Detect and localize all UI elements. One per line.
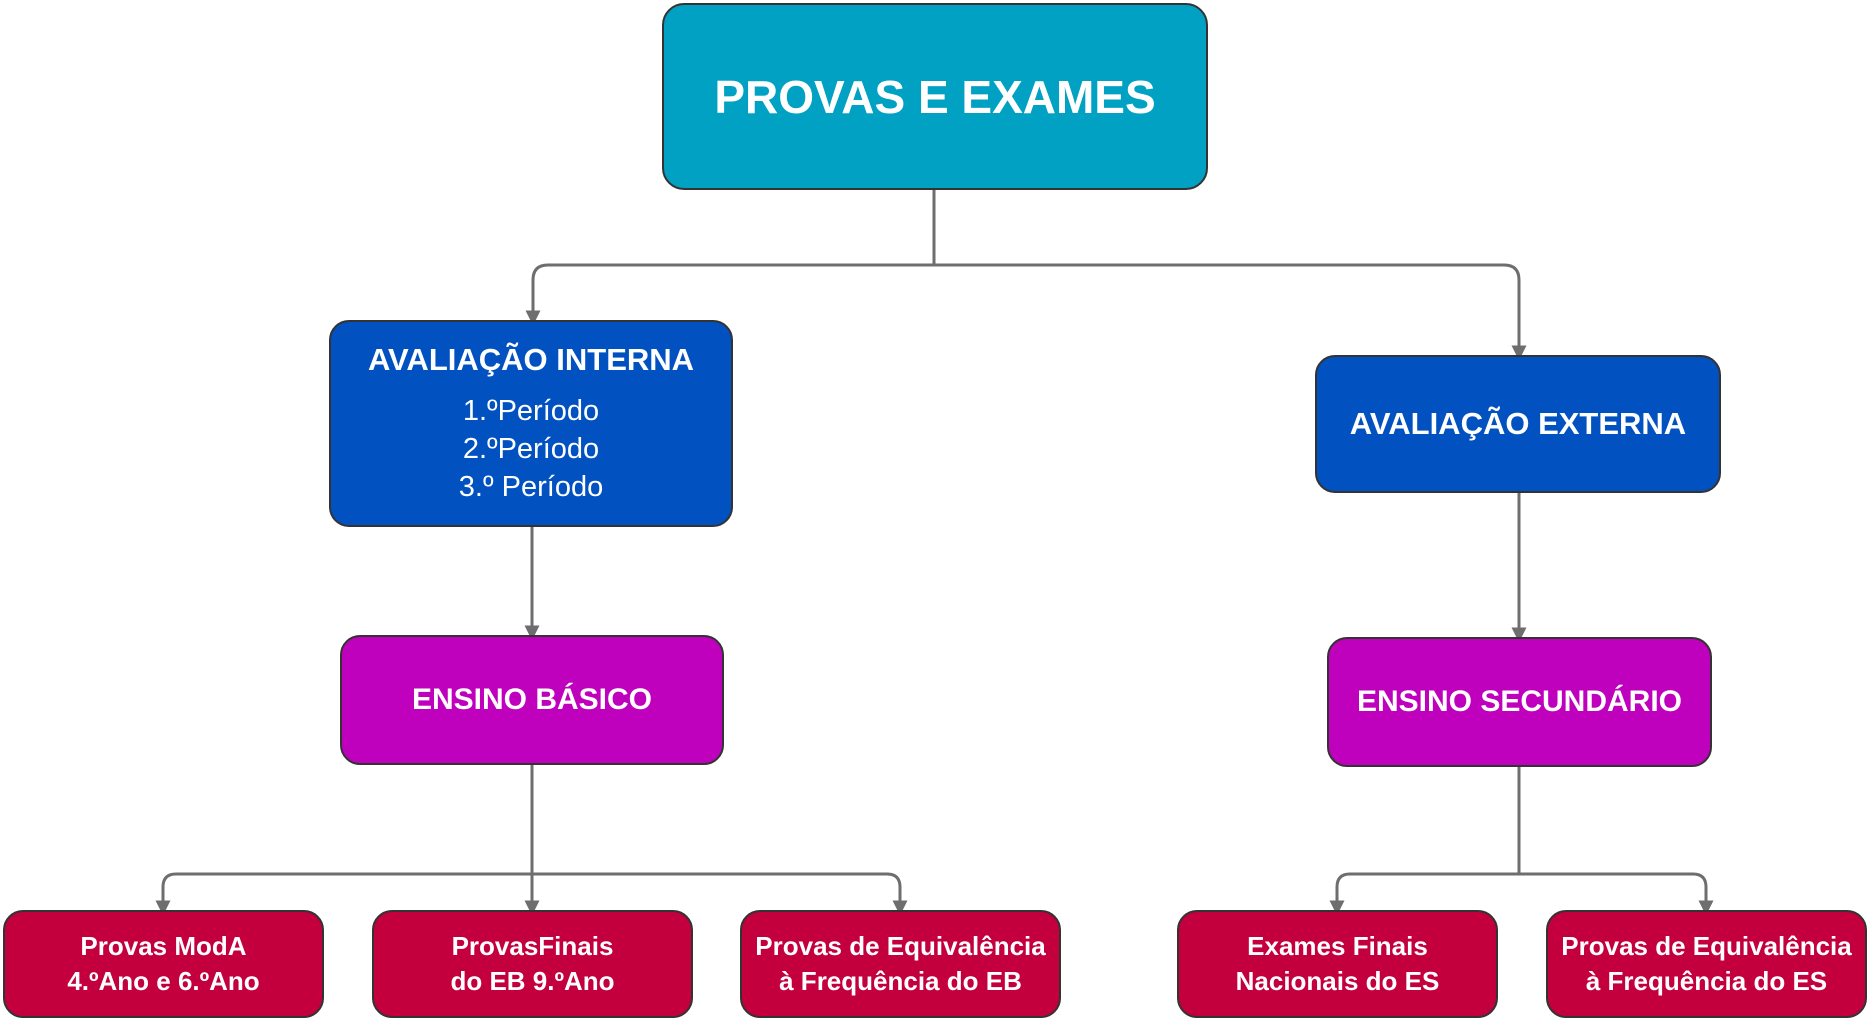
node-equivalencia-es-line1: Provas de Equivalência	[1561, 931, 1852, 961]
connector-secundario-to-b4	[1329, 767, 1521, 916]
node-ensino-secundario-title: ENSINO SECUNDÁRIO	[1356, 685, 1683, 718]
node-provas-moda-line2: 4.ºAno e 6.ºAno	[67, 966, 260, 996]
node-exames-finais-es-line2: Nacionais do ES	[1235, 966, 1440, 996]
connector-secundario-to-b5	[1519, 872, 1714, 916]
node-provas-moda: Provas ModA 4.ºAno e 6.ºAno	[3, 910, 324, 1018]
node-ensino-basico: ENSINO BÁSICO	[340, 635, 724, 765]
connector-basico-to-b1	[155, 765, 534, 916]
node-provas-moda-line1: Provas ModA	[80, 931, 247, 961]
node-equivalencia-es-line2: à Frequência do ES	[1585, 966, 1828, 996]
period-1: 1.ºPeríodo	[462, 394, 600, 427]
node-provas-finais-eb: ProvasFinais do EB 9.ºAno	[372, 910, 693, 1018]
node-avaliacao-externa: AVALIAÇÃO EXTERNA	[1315, 355, 1721, 493]
node-avaliacao-interna-title: AVALIAÇÃO INTERNA	[367, 341, 695, 377]
node-ensino-basico-title: ENSINO BÁSICO	[411, 683, 653, 716]
node-equivalencia-es: Provas de Equivalência à Frequência do E…	[1546, 910, 1867, 1018]
node-provas-e-exames: PROVAS E EXAMES	[662, 3, 1208, 190]
node-provas-finais-eb-line1: ProvasFinais	[451, 931, 614, 961]
node-avaliacao-externa-title: AVALIAÇÃO EXTERNA	[1349, 406, 1687, 441]
connector-root-to-externa	[934, 263, 1527, 361]
node-exames-finais-es-line1: Exames Finais	[1247, 931, 1428, 961]
node-avaliacao-interna: AVALIAÇÃO INTERNA 1.ºPeríodo 2.ºPeríodo …	[329, 320, 733, 527]
period-2: 2.ºPeríodo	[462, 432, 600, 465]
node-equivalencia-eb-line1: Provas de Equivalência	[755, 931, 1046, 961]
connector-basico-to-b3	[532, 872, 908, 916]
node-equivalencia-eb-line2: à Frequência do EB	[779, 966, 1022, 996]
connector-root-to-interna	[525, 190, 936, 326]
node-provas-e-exames-label: PROVAS E EXAMES	[714, 70, 1156, 123]
node-exames-finais-es: Exames Finais Nacionais do ES	[1177, 910, 1498, 1018]
period-3: 3.º Período	[458, 470, 604, 503]
node-ensino-secundario: ENSINO SECUNDÁRIO	[1327, 637, 1712, 767]
node-equivalencia-eb: Provas de Equivalência à Frequência do E…	[740, 910, 1061, 1018]
node-provas-finais-eb-line2: do EB 9.ºAno	[450, 966, 615, 996]
